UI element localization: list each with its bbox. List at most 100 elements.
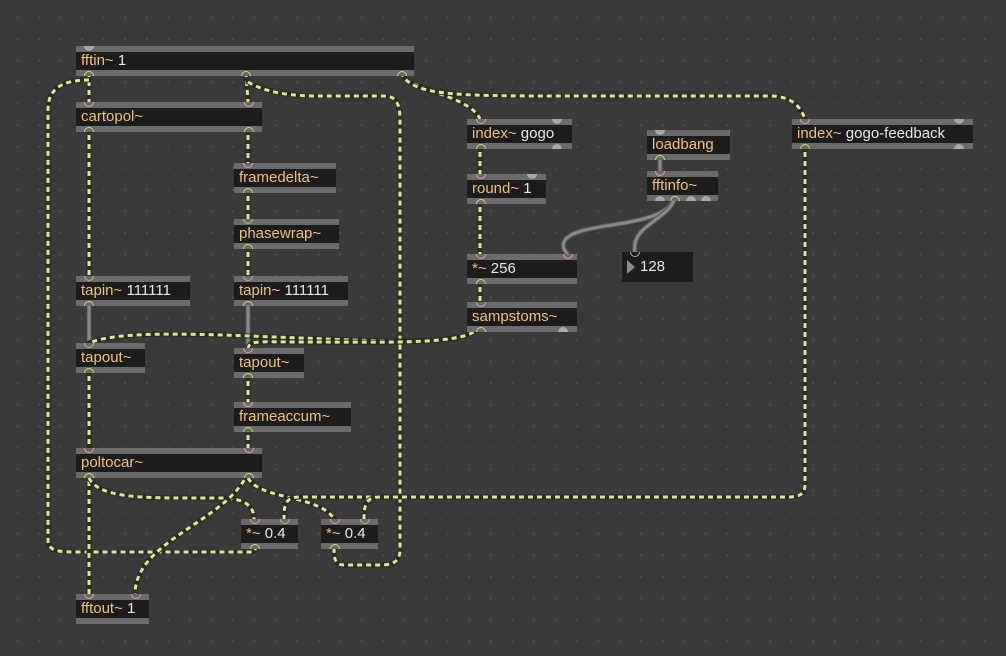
- inlet[interactable]: [527, 174, 537, 179]
- outlet[interactable]: [397, 71, 407, 76]
- outlet[interactable]: [954, 144, 964, 149]
- outlet[interactable]: [244, 473, 254, 478]
- inlet[interactable]: [954, 119, 964, 124]
- inlet[interactable]: [476, 174, 486, 179]
- object-phasewrap[interactable]: phasewrap~: [234, 219, 339, 249]
- outlet[interactable]: [476, 199, 486, 204]
- object-fftout[interactable]: fftout~ 1: [76, 594, 149, 624]
- inlet[interactable]: [243, 348, 253, 353]
- object-class: loadbang: [652, 136, 714, 153]
- outlet[interactable]: [84, 301, 94, 306]
- inlet[interactable]: [243, 402, 253, 407]
- object-args: gogo-feedback: [845, 125, 946, 142]
- object-args: 111111: [126, 282, 171, 299]
- outlet[interactable]: [241, 71, 251, 76]
- inlet[interactable]: [330, 519, 340, 524]
- object-tapout-right[interactable]: tapout~: [234, 348, 304, 378]
- object-index-feedback[interactable]: index~ gogo-feedback: [792, 119, 973, 149]
- object-index-gogo[interactable]: index~ gogo: [467, 119, 572, 149]
- object-args: 0.4: [264, 525, 286, 542]
- outlet[interactable]: [476, 144, 486, 149]
- inlet[interactable]: [552, 119, 562, 124]
- outlet[interactable]: [558, 327, 568, 332]
- inlet[interactable]: [563, 254, 573, 259]
- outlet[interactable]: [243, 244, 253, 249]
- outlet[interactable]: [655, 196, 665, 201]
- inlet[interactable]: [243, 219, 253, 224]
- object-loadbang[interactable]: loadbang: [647, 130, 730, 160]
- outlet[interactable]: [243, 188, 253, 193]
- outlet[interactable]: [670, 196, 680, 201]
- inlet[interactable]: [243, 163, 253, 168]
- number-box[interactable]: 128: [622, 252, 693, 282]
- inlet[interactable]: [800, 119, 810, 124]
- object-frameaccum[interactable]: frameaccum~: [234, 402, 351, 432]
- inlet[interactable]: [131, 594, 141, 599]
- object-tapin-left[interactable]: tapin~ 111111: [76, 276, 190, 306]
- outlet[interactable]: [655, 155, 665, 160]
- object-args: 256: [490, 260, 516, 277]
- object-multiply-left[interactable]: *~ 0.4: [241, 519, 298, 549]
- object-poltocar[interactable]: poltocar~: [76, 448, 262, 478]
- inlet[interactable]: [476, 302, 486, 307]
- inlet[interactable]: [84, 594, 94, 599]
- object-fftinfo[interactable]: fftinfo~: [647, 171, 718, 201]
- outlet[interactable]: [552, 144, 562, 149]
- object-cartopol[interactable]: cartopol~: [76, 102, 262, 132]
- inlet[interactable]: [84, 448, 94, 453]
- object-args: 1: [127, 600, 136, 617]
- outlet[interactable]: [701, 196, 711, 201]
- object-class: poltocar~: [81, 454, 144, 471]
- inlet[interactable]: [476, 119, 486, 124]
- outlet[interactable]: [243, 373, 253, 378]
- outlet[interactable]: [686, 196, 696, 201]
- object-class: cartopol~: [81, 108, 144, 125]
- outlet[interactable]: [84, 368, 94, 373]
- outlet[interactable]: [476, 279, 486, 284]
- inlet[interactable]: [630, 252, 640, 257]
- outlet[interactable]: [84, 71, 94, 76]
- object-args: 111111: [284, 282, 329, 299]
- object-sampstoms[interactable]: sampstoms~: [467, 302, 577, 332]
- object-class: phasewrap~: [239, 225, 322, 242]
- outlet[interactable]: [243, 427, 253, 432]
- inlet[interactable]: [360, 519, 370, 524]
- inlet[interactable]: [655, 171, 665, 176]
- inlet[interactable]: [84, 102, 94, 107]
- object-framedelta[interactable]: framedelta~: [234, 163, 336, 193]
- outlet[interactable]: [476, 327, 486, 332]
- outlet[interactable]: [84, 473, 94, 478]
- object-class: round~: [472, 180, 520, 197]
- object-multiply-right[interactable]: *~ 0.4: [321, 519, 378, 549]
- object-class: framedelta~: [239, 169, 319, 186]
- inlet[interactable]: [84, 276, 94, 281]
- inlet[interactable]: [84, 343, 94, 348]
- object-round[interactable]: round~ 1: [467, 174, 546, 204]
- object-class: *~: [246, 525, 261, 542]
- inlet[interactable]: [250, 519, 260, 524]
- inlet[interactable]: [280, 519, 290, 524]
- outlet[interactable]: [244, 127, 254, 132]
- outlet[interactable]: [243, 301, 253, 306]
- inlet[interactable]: [476, 254, 486, 259]
- object-class: index~: [797, 125, 842, 142]
- object-fftin[interactable]: fftin~ 1: [76, 46, 414, 76]
- object-class: sampstoms~: [472, 308, 558, 325]
- object-tapout-left[interactable]: tapout~: [76, 343, 145, 373]
- number-box-triangle-icon: [627, 260, 635, 274]
- object-multiply-256[interactable]: *~ 256: [467, 254, 577, 284]
- outlet[interactable]: [84, 127, 94, 132]
- inlet[interactable]: [243, 276, 253, 281]
- inlet[interactable]: [244, 448, 254, 453]
- inlet[interactable]: [244, 102, 254, 107]
- object-class: fftin~: [81, 52, 114, 69]
- object-class: frameaccum~: [239, 408, 331, 425]
- inlet[interactable]: [655, 130, 665, 135]
- outlet[interactable]: [800, 144, 810, 149]
- outlet[interactable]: [250, 544, 260, 549]
- object-class: tapin~: [239, 282, 281, 299]
- inlet[interactable]: [84, 46, 94, 51]
- object-class: tapout~: [239, 354, 290, 371]
- object-tapin-right[interactable]: tapin~ 111111: [234, 276, 348, 306]
- outlet[interactable]: [330, 544, 340, 549]
